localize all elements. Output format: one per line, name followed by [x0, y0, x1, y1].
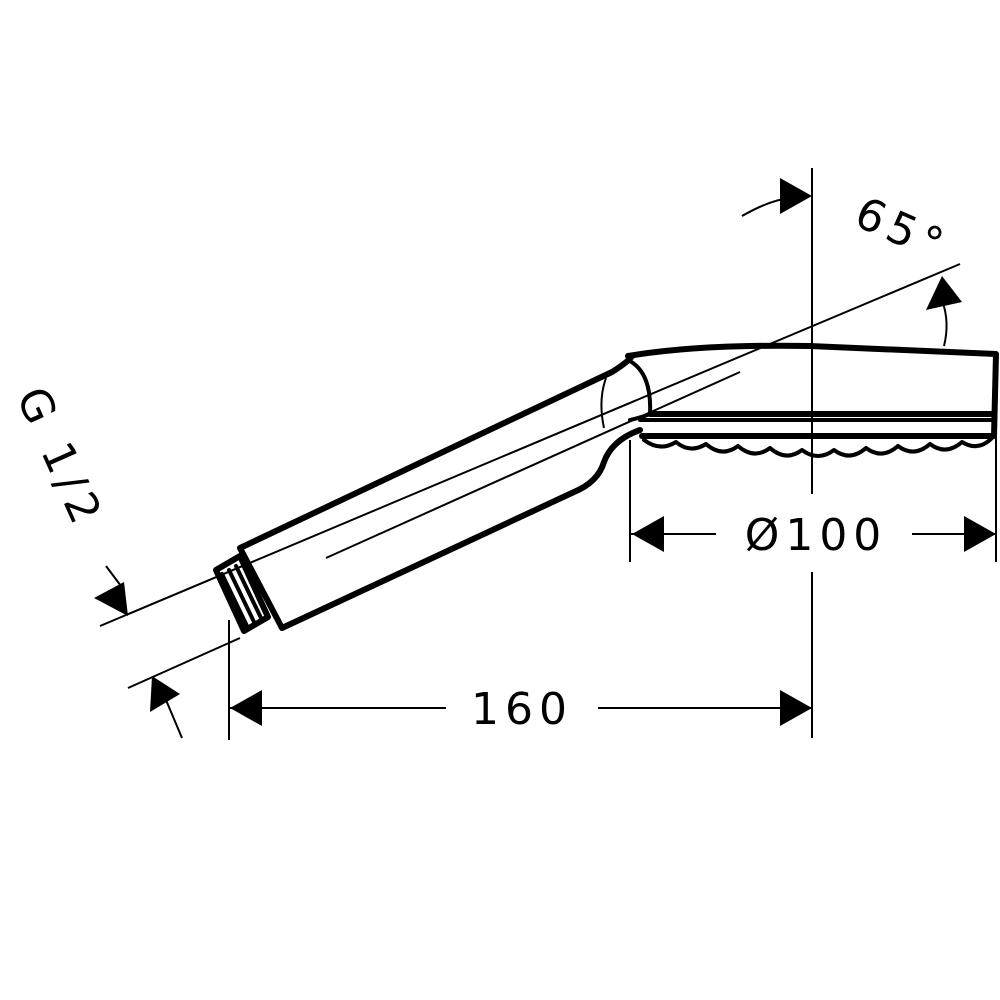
lower-reference-line: [127, 637, 241, 689]
shower-axis-line: [99, 263, 961, 627]
handle-neck-curve: [626, 358, 653, 422]
dimension-angle-label: 65°: [848, 187, 956, 273]
thread-connector: [213, 553, 271, 634]
handle-body: [237, 353, 643, 631]
dimension-diameter: Ø100: [630, 510, 996, 561]
dimension-length: 160: [230, 684, 812, 735]
handle-centerline: [325, 371, 741, 559]
dimension-length-label: 160: [471, 684, 573, 735]
hand-shower-outline: [213, 342, 999, 634]
dimension-thread-label: G 1/2: [6, 380, 113, 537]
dimension-diameter-label: Ø100: [745, 510, 888, 561]
shower-head-body: [625, 342, 999, 439]
dimension-thread: G 1/2: [6, 380, 183, 739]
handle-inner-line: [600, 377, 607, 429]
dimension-angle: 65°: [741, 178, 962, 347]
nozzle-row: [642, 436, 994, 458]
